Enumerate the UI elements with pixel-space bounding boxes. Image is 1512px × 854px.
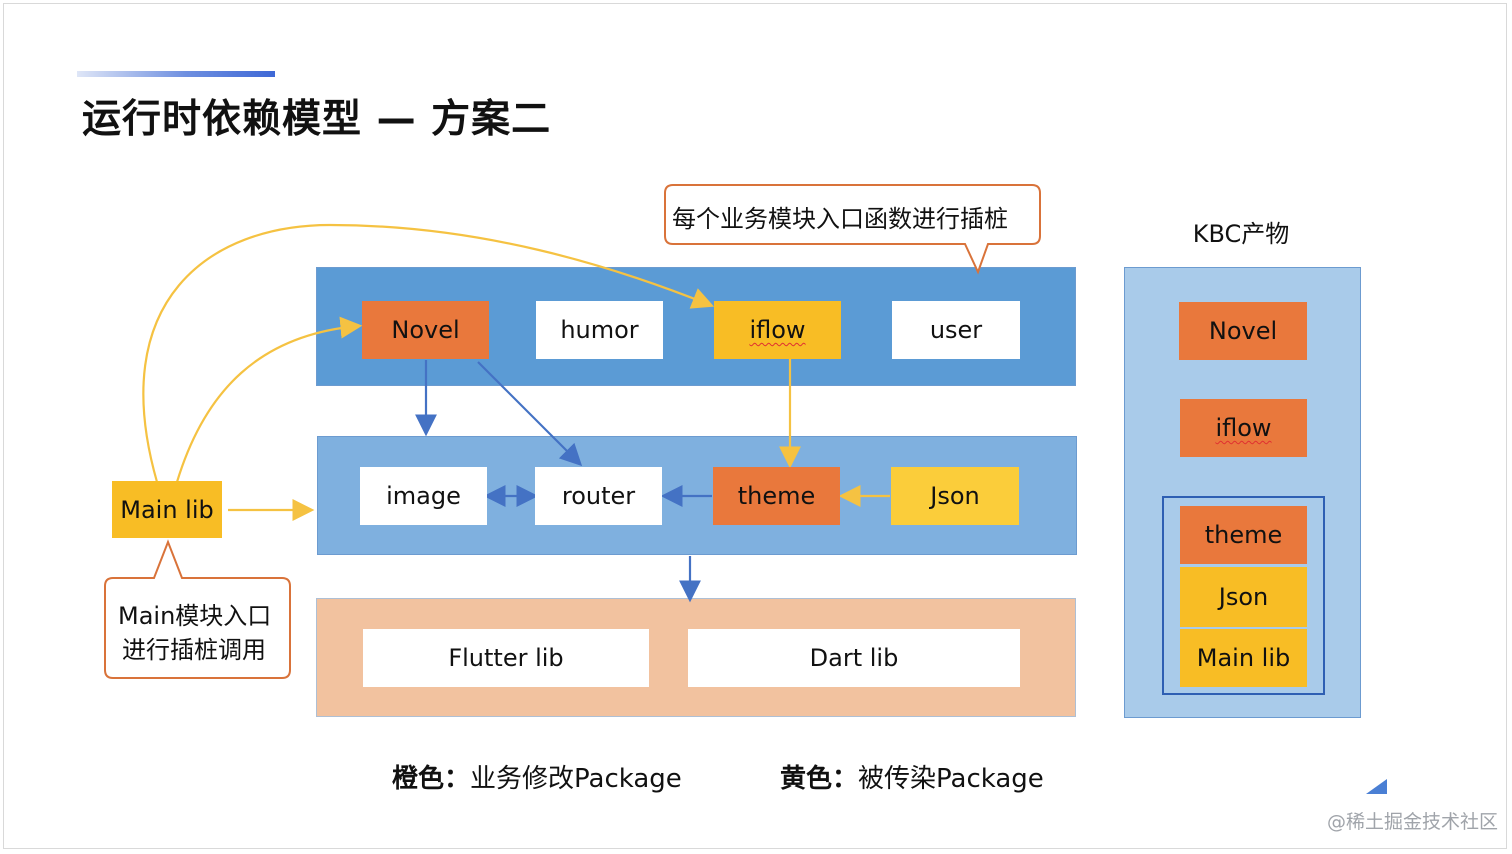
kbc-item-theme: theme [1180, 506, 1307, 564]
component-image: image [360, 467, 487, 525]
module-novel: Novel [362, 301, 489, 359]
arrow-novel-to-router [477, 361, 583, 467]
component-theme: theme [713, 467, 840, 525]
kbc-item-iflow-label: iflow [1215, 414, 1272, 442]
title-accent-line [77, 71, 275, 77]
kbc-item-novel: Novel [1179, 302, 1307, 360]
legend-orange: 橙色：业务修改Package [392, 758, 682, 795]
component-router-label: router [561, 482, 636, 510]
kbc-item-json: Json [1180, 567, 1307, 627]
component-json-label: Json [930, 482, 980, 510]
watermark: @稀土掘金技术社区 [1327, 811, 1499, 833]
base-flutter-lib-label: Flutter lib [448, 644, 564, 672]
component-json: Json [891, 467, 1019, 525]
module-iflow-label: iflow [749, 316, 806, 344]
module-novel-label: Novel [391, 316, 460, 344]
module-humor: humor [536, 301, 663, 359]
module-iflow: iflow [714, 301, 841, 359]
kbc-item-theme-label: theme [1204, 521, 1283, 549]
callout-stub-entry [664, 184, 1041, 275]
arrow-main-to-novel [175, 316, 363, 483]
main-lib-label: Main lib [120, 495, 214, 524]
callout-main-stub-line1: Main模块入口 [118, 602, 272, 630]
page-title: 运行时依赖模型 — 方案二 [82, 97, 552, 142]
kbc-label: KBC产物 [1192, 220, 1290, 248]
corner-mark [1366, 779, 1387, 794]
module-humor-label: humor [560, 316, 639, 344]
kbc-group-frame [1162, 496, 1325, 695]
kbc-item-iflow: iflow [1180, 399, 1307, 457]
legend-orange-text: 业务修改Package [470, 764, 682, 794]
base-dart-lib-label: Dart lib [809, 644, 899, 672]
legend-orange-key: 橙色： [392, 764, 471, 794]
component-router: router [535, 467, 662, 525]
module-user-label: user [929, 316, 983, 344]
kbc-item-json-label: Json [1218, 583, 1269, 611]
component-theme-label: theme [737, 482, 816, 510]
kbc-item-novel-label: Novel [1208, 317, 1278, 345]
component-image-label: image [386, 482, 461, 510]
kbc-item-main-lib-label: Main lib [1196, 644, 1291, 672]
callout-stub-entry-text: 每个业务模块入口函数进行插桩 [672, 205, 1008, 233]
legend-yellow: 黄色：被传染Package [780, 758, 1044, 795]
base-flutter-lib: Flutter lib [363, 629, 649, 687]
legend-yellow-key: 黄色： [780, 764, 859, 794]
callout-main-stub-line2: 进行插桩调用 [122, 636, 266, 664]
main-lib: Main lib [112, 481, 222, 538]
legend-yellow-text: 被传染Package [858, 764, 1044, 794]
base-dart-lib: Dart lib [688, 629, 1020, 687]
module-user: user [892, 301, 1020, 359]
callout-main-stub [104, 539, 291, 679]
arrow-main-to-iflow [142, 223, 715, 483]
kbc-item-main-lib: Main lib [1180, 629, 1307, 687]
